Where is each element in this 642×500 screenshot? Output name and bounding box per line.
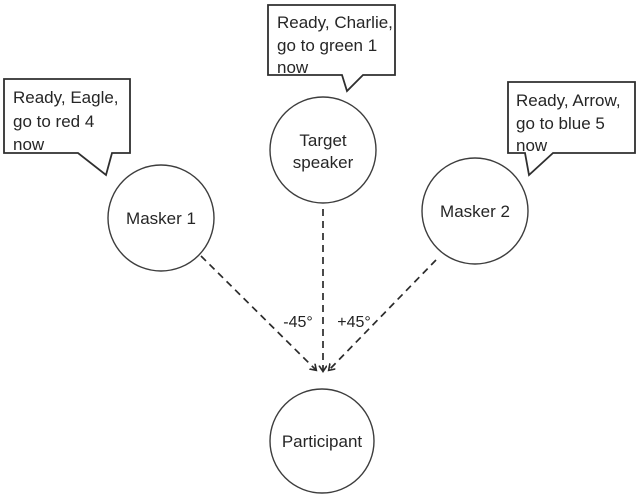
masker1-circle bbox=[107, 164, 215, 272]
masker2-label: Masker 2 bbox=[440, 202, 510, 221]
speech-bubble-masker1-line2: go to red 4 bbox=[13, 112, 94, 131]
speech-bubble-target-line3: now bbox=[277, 58, 309, 77]
speech-bubble-target-line2: go to green 1 bbox=[277, 36, 377, 55]
speech-bubble-masker2-line1: Ready, Arrow, bbox=[516, 91, 621, 110]
angle-label-left: -45° bbox=[283, 314, 313, 331]
masker1-label: Masker 1 bbox=[126, 209, 196, 228]
masker2-circle bbox=[421, 157, 529, 265]
speech-bubble-target bbox=[267, 4, 396, 93]
participant-circle bbox=[269, 388, 375, 494]
speech-bubble-masker2 bbox=[507, 81, 636, 177]
speech-bubble-masker2-line2: go to blue 5 bbox=[516, 114, 605, 133]
target-speaker-label-line1: Target bbox=[299, 131, 347, 150]
angle-label-right: +45° bbox=[337, 314, 371, 331]
speech-bubble-masker1 bbox=[3, 78, 131, 177]
target-speaker-label-line2: speaker bbox=[293, 153, 354, 172]
target-speaker-circle bbox=[269, 96, 377, 204]
speech-bubble-masker2-line3: now bbox=[516, 136, 548, 155]
speech-bubble-target-line1: Ready, Charlie, bbox=[277, 13, 393, 32]
speech-bubble-masker1-line1: Ready, Eagle, bbox=[13, 88, 119, 107]
dashed-arrow-masker2 bbox=[329, 259, 437, 370]
dashed-arrow-masker1 bbox=[200, 255, 316, 370]
participant-label: Participant bbox=[282, 432, 363, 451]
speech-bubble-masker1-line3: now bbox=[13, 135, 45, 154]
